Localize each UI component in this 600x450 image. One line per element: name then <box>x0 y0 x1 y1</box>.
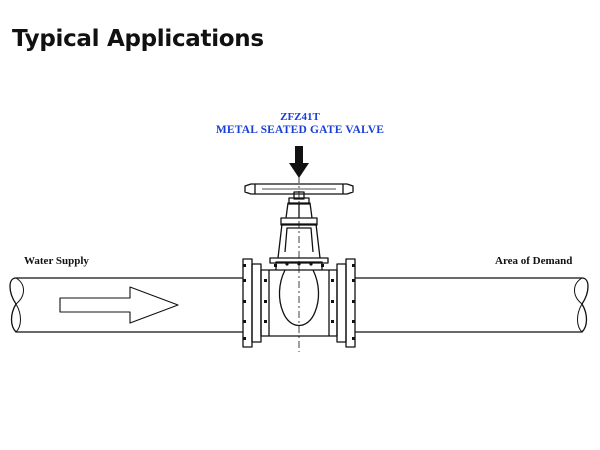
flow-direction-arrow <box>59 286 179 324</box>
pointer-arrow <box>289 146 309 178</box>
handwheel <box>244 183 354 195</box>
outlet-label: Area of Demand <box>495 255 573 267</box>
valve-type-label: METAL SEATED GATE VALVE <box>215 124 385 136</box>
valve-model-label: ZFZ41T <box>280 111 320 123</box>
flange-bolts <box>243 262 355 340</box>
page-title: Typical Applications <box>12 26 264 52</box>
inlet-pipe <box>9 277 243 333</box>
inlet-label: Water Supply <box>24 255 89 267</box>
outlet-pipe <box>355 277 589 333</box>
